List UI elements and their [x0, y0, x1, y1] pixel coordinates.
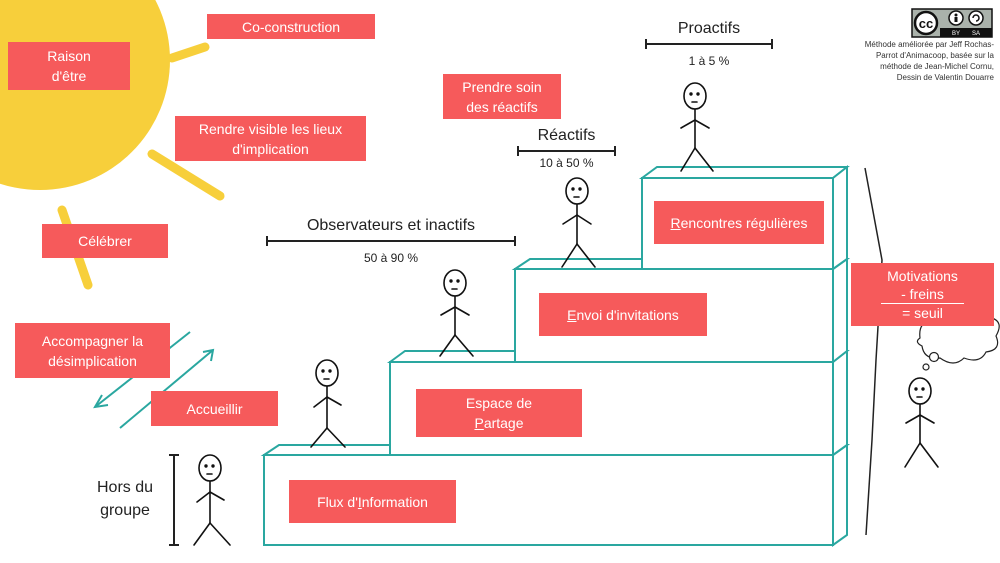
tag-celebrer: Célébrer: [42, 224, 168, 258]
step-espace-cap: P: [474, 415, 484, 431]
step-envoi-cap: E: [567, 306, 577, 323]
cc-text: cc: [919, 16, 933, 31]
step-espace-rest: artage: [483, 415, 524, 431]
tag-prendre-line2: des réactifs: [466, 98, 538, 115]
credit-line4: Dessin de Valentin Douarre: [896, 73, 994, 82]
label-reactifs: Réactifs: [537, 127, 596, 144]
step-rencontres-cap: R: [670, 214, 681, 231]
tag-prendre-line1: Prendre soin: [462, 78, 542, 95]
step-rencontres-regulieres: Rencontres régulières: [654, 201, 824, 244]
by-text: BY: [952, 31, 960, 37]
step-envoi-label: Envoi d'invitations: [567, 305, 679, 325]
pct-reactifs: 10 à 50 %: [539, 156, 594, 170]
pct-observateurs: 50 à 90 %: [363, 251, 419, 265]
step-flux-pre: Flux d': [317, 493, 358, 510]
step-flux-rest: nformation: [361, 493, 428, 510]
tag-motivations: Motivations - freins = seuil: [851, 263, 994, 326]
step-espace-partage: Espace de Partage: [416, 389, 582, 437]
motivations-line2: - freins: [881, 285, 964, 304]
stick-figure-step2: [439, 269, 474, 357]
step-flux-cap: I: [357, 493, 362, 510]
step-espace-line2: Partage: [474, 413, 523, 433]
cc-license-badge: cc BY SA: [911, 8, 993, 38]
step-flux-information: Flux d'Information: [289, 480, 456, 523]
credit-line1: Méthode améliorée par Jeff Rochas-: [864, 40, 994, 49]
step-flux-label: Flux d'Information: [317, 492, 428, 512]
tag-coconstruction: Co-construction: [207, 14, 375, 39]
credit-line2: Parrot d'Animacoop, basée sur la: [875, 51, 994, 60]
label-proactifs: Proactifs: [677, 20, 741, 37]
tag-accompagner-line2: désimplication: [48, 352, 137, 369]
staircase: [260, 164, 851, 547]
sa-icon: [968, 10, 984, 26]
stick-figure-thinker: [904, 377, 939, 468]
sa-text: SA: [972, 31, 980, 37]
tag-celebrer-label: Célébrer: [78, 233, 132, 249]
tag-rendre-visible: Rendre visible les lieux d'implication: [175, 116, 366, 161]
label-hors-groupe: Hors du groupe: [80, 476, 170, 522]
motivations-line3: = seuil: [902, 305, 943, 321]
tag-raison-line1: Raison: [47, 48, 91, 64]
step-envoi-rest: nvoi d'invitations: [576, 306, 679, 323]
pct-proactifs: 1 à 5 %: [688, 54, 730, 68]
step-rencontres-label: Rencontres régulières: [671, 213, 808, 233]
tag-raison-detre: Raison d'être: [8, 42, 130, 90]
label-observateurs: Observateurs et inactifs: [306, 217, 476, 234]
range-bars: [169, 39, 773, 546]
label-hors-line1: Hors du: [96, 479, 154, 496]
motivations-line1: Motivations: [887, 268, 958, 284]
threshold-bracket: [864, 167, 883, 536]
tag-accompagner-line1: Accompagner la: [41, 332, 144, 349]
tag-prendre-soin: Prendre soin des réactifs: [443, 74, 561, 119]
step-rencontres-rest: encontres régulières: [680, 214, 808, 231]
stick-figure-step1: [310, 359, 346, 448]
step-espace-line1: Espace de: [465, 395, 533, 411]
tag-accompagner: Accompagner la désimplication: [15, 323, 170, 378]
tag-coconstruction-label: Co-construction: [241, 18, 341, 35]
tag-raison-line2: d'être: [51, 68, 87, 84]
label-hors-line2: groupe: [100, 502, 150, 519]
tag-accueillir: Accueillir: [151, 391, 278, 426]
stick-figure-hors: [193, 454, 231, 546]
stick-figure-step3: [561, 177, 596, 268]
stick-figures: [193, 82, 939, 546]
credit-text: Méthode améliorée par Jeff Rochas- Parro…: [850, 39, 994, 83]
tag-rendre-line1: Rendre visible les lieux: [198, 120, 343, 137]
tag-rendre-line2: d'implication: [232, 140, 309, 157]
step-envoi-invitations: Envoi d'invitations: [539, 293, 707, 336]
stick-figure-step4: [680, 82, 714, 172]
credit-line3: méthode de Jean-Michel Cornu,: [880, 62, 994, 71]
sun: [0, 0, 170, 190]
tag-accueillir-label: Accueillir: [186, 400, 243, 417]
